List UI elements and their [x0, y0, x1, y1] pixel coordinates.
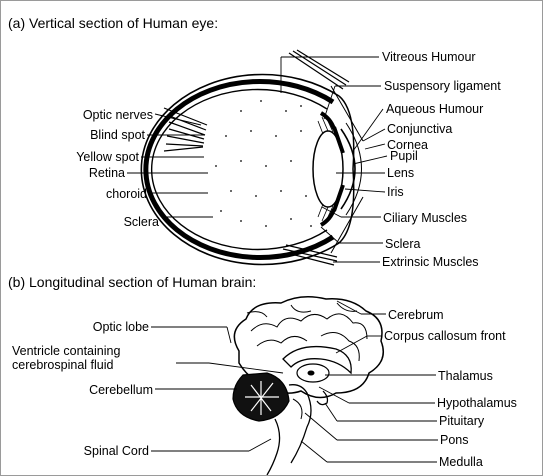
- label-hypothalamus: Hypothalamus: [437, 396, 517, 410]
- label-pituitary: Pituitary: [439, 414, 485, 428]
- eye-title: (a) Vertical section of Human eye:: [8, 15, 219, 31]
- label-ciliary-muscles: Ciliary Muscles: [383, 211, 468, 225]
- label-thalamus: Thalamus: [438, 369, 493, 383]
- eye-leader-lines: [127, 56, 388, 263]
- label-sclera-right: Sclera: [385, 237, 421, 251]
- label-corpus-callosum: Corpus callosum front: [384, 329, 506, 343]
- brain-illustration: [232, 296, 384, 475]
- label-extrinsic-muscles: Extrinsic Muscles: [382, 255, 479, 269]
- label-cerebrum: Cerebrum: [388, 308, 444, 322]
- eye-illustration: [140, 49, 364, 266]
- label-yellow-spot: Yellow spot: [76, 150, 139, 164]
- label-ventricle-line2: cerebrospinal fluid: [12, 358, 114, 372]
- label-aqueous-humour: Aqueous Humour: [386, 102, 484, 116]
- label-vitreous-humour: Vitreous Humour: [382, 50, 476, 64]
- label-optic-lobe: Optic lobe: [92, 320, 149, 334]
- label-choroid: choroid: [106, 187, 147, 201]
- label-sclera-left: Sclera: [123, 215, 159, 229]
- label-optic-nerves: Optic nerves: [82, 108, 153, 122]
- brain-title: (b) Longitudinal section of Human brain:: [8, 274, 257, 290]
- label-conjunctiva: Conjunctiva: [387, 122, 453, 136]
- brain-leader-lines: [151, 300, 438, 463]
- label-blind-spot: Blind spot: [90, 128, 145, 142]
- label-iris: Iris: [387, 185, 404, 199]
- label-lens: Lens: [387, 166, 415, 180]
- label-ventricle-line1: Ventricle containing: [12, 344, 121, 358]
- label-pons: Pons: [440, 433, 469, 447]
- label-cerebellum: Cerebellum: [89, 383, 153, 397]
- label-medulla: Medulla: [439, 455, 483, 469]
- label-suspensory-ligament: Suspensory ligament: [384, 79, 501, 93]
- label-cornea: Cornea: [387, 138, 428, 152]
- label-spinal-cord: Spinal Cord: [83, 444, 149, 458]
- label-retina: Retina: [88, 166, 125, 180]
- label-pupil: Pupil: [390, 149, 418, 163]
